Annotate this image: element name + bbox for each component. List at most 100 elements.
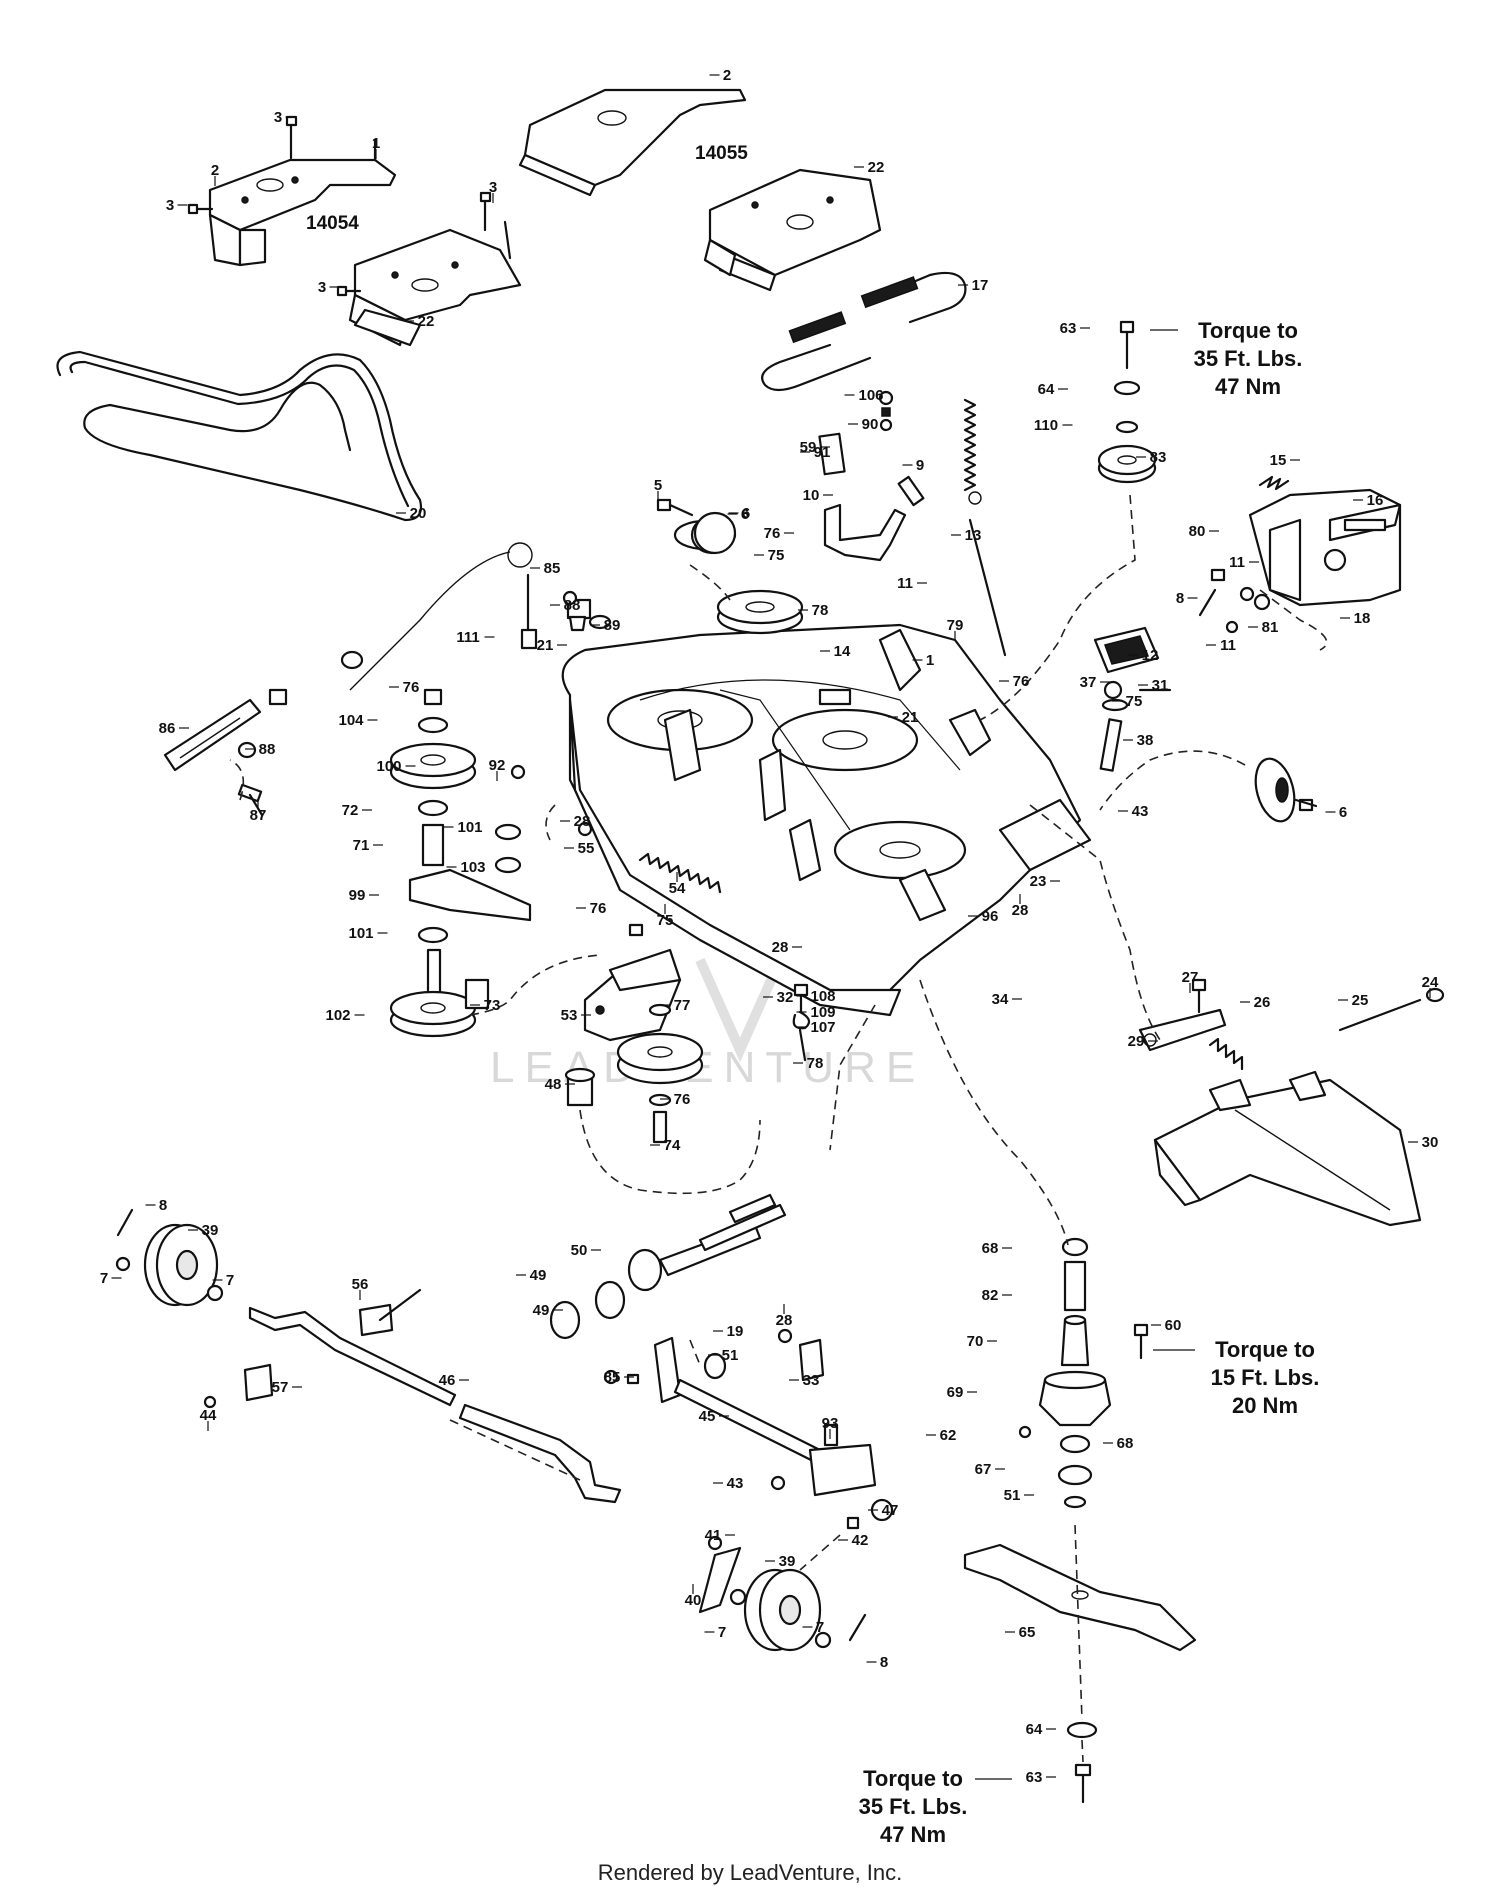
part-number-callout: 28 [574, 813, 591, 830]
svg-text:35 Ft. Lbs.: 35 Ft. Lbs. [859, 1794, 968, 1819]
part-number-callout: 18 [1354, 610, 1371, 627]
svg-text:15 Ft. Lbs.: 15 Ft. Lbs. [1211, 1365, 1320, 1390]
part-number-callout: 60 [1165, 1317, 1182, 1334]
part-number-callout: 55 [578, 840, 595, 857]
part-number-callout: 68 [982, 1240, 999, 1257]
part-number-callout: 48 [545, 1076, 562, 1093]
part-number-callout: 20 [410, 505, 427, 522]
part-number-callout: 32 [777, 989, 794, 1006]
model-label-14055: 14055 [695, 143, 748, 164]
part-number-callout: 3 [166, 197, 174, 214]
part-number-callout: 16 [1367, 492, 1384, 509]
deck-bracket-14054-rear [348, 228, 522, 347]
part-number-callout: 74 [664, 1137, 681, 1154]
part-number-callout: 44 [200, 1407, 217, 1424]
part-number-callout: 6 [1339, 804, 1347, 821]
part-number-callout: 109 [810, 1004, 835, 1021]
part-number-callout: 11 [1220, 637, 1236, 654]
part-number-callout: 80 [1189, 523, 1206, 540]
part-number-callout: 75 [768, 547, 785, 564]
svg-text:47 Nm: 47 Nm [880, 1822, 946, 1847]
part-number-callout: 111 [456, 629, 479, 646]
part-number-callout: 7 [100, 1270, 108, 1287]
part-number-callout: 7 [718, 1624, 726, 1641]
svg-text:20 Nm: 20 Nm [1232, 1393, 1298, 1418]
part-number-callout: 28 [776, 1312, 793, 1329]
part-number-callout: 8 [880, 1654, 888, 1671]
part-callouts: 3323132222217206364110831069091599105676… [100, 67, 1439, 1786]
part-number-callout: 45 [699, 1408, 716, 1425]
torque-note-lower: Torque to 35 Ft. Lbs. 47 Nm [859, 1766, 1012, 1847]
part-number-callout: 29 [1128, 1033, 1145, 1050]
part-number-callout: 93 [822, 1415, 839, 1432]
part-number-callout: 26 [1254, 994, 1271, 1011]
part-number-callout: 46 [439, 1372, 456, 1389]
deck-lift-cable [163, 542, 612, 817]
model-label-14054: 14054 [306, 213, 359, 234]
blade-spindle-assembly [1018, 1237, 1149, 1509]
part-number-callout: 15 [1270, 452, 1287, 469]
part-number-callout: 23 [1030, 873, 1047, 890]
hardware-icon [1066, 1721, 1098, 1804]
part-number-callout: 91 [814, 444, 831, 461]
part-number-callout: 3 [274, 109, 282, 126]
part-number-callout: 76 [403, 679, 420, 696]
part-number-callout: 33 [803, 1372, 820, 1389]
footer-credit: Rendered by LeadVenture, Inc. [598, 1860, 903, 1885]
part-number-callout: 104 [338, 712, 364, 729]
part-number-callout: 75 [1126, 693, 1143, 710]
deck-bracket-14055-rear [703, 168, 882, 292]
hardware-icon [1198, 568, 1271, 634]
part-number-callout: 5 [654, 477, 662, 494]
pulley-icon [564, 923, 704, 1144]
drive-belt-icon [56, 350, 423, 522]
part-number-callout: 37 [1080, 674, 1097, 691]
part-number-callout: 3 [489, 179, 497, 196]
part-number-callout: 85 [604, 1369, 621, 1386]
part-number-callout: 31 [1152, 677, 1169, 694]
svg-text:35 Ft. Lbs.: 35 Ft. Lbs. [1194, 346, 1303, 371]
part-number-callout: 41 [705, 1527, 722, 1544]
deck-bracket-14055-front [518, 88, 747, 197]
torque-note-middle: Torque to 15 Ft. Lbs. 20 Nm [1153, 1337, 1319, 1418]
part-number-callout: 79 [947, 617, 964, 634]
part-number-callout: 82 [982, 1287, 999, 1304]
part-number-callout: 51 [722, 1347, 739, 1364]
part-number-callout: 24 [1422, 974, 1439, 991]
part-number-callout: 8 [159, 1197, 167, 1214]
axle-bar [203, 1288, 622, 1504]
chute-hinge-assembly [1138, 978, 1445, 1071]
part-number-callout: 40 [685, 1592, 702, 1609]
gauge-wheel-icon [656, 498, 737, 555]
part-number-callout: 2 [723, 67, 731, 84]
part-number-callout: 65 [1019, 1624, 1036, 1641]
spring-icon [963, 398, 1007, 657]
part-number-callout: 19 [727, 1323, 744, 1340]
part-number-callout: 39 [779, 1553, 796, 1570]
pin-icon [897, 475, 925, 507]
hardware-icon [464, 764, 593, 1010]
assembly-path-lines [229, 494, 1328, 1763]
svg-text:Torque to: Torque to [1198, 318, 1298, 343]
part-number-callout: 96 [982, 908, 999, 925]
part-number-callout: 7 [226, 1272, 234, 1289]
part-number-callout: 89 [604, 617, 621, 634]
part-number-callout: 39 [202, 1222, 219, 1239]
part-number-callout: 100 [376, 758, 401, 775]
part-number-callout: 11 [1229, 554, 1245, 571]
part-number-callout: 64 [1026, 1721, 1043, 1738]
part-number-callout: 8 [1176, 590, 1184, 607]
part-number-callout: 7 [816, 1619, 824, 1636]
part-number-callout: 49 [530, 1267, 547, 1284]
part-number-callout: 88 [564, 597, 581, 614]
part-number-callout: 56 [352, 1276, 369, 1293]
part-number-callout: 42 [852, 1532, 869, 1549]
part-number-callout: 76 [590, 900, 607, 917]
watermark-logo [695, 957, 785, 1063]
part-number-callout: 85 [544, 560, 561, 577]
part-number-callout: 77 [674, 997, 691, 1014]
idler-arm-bracket [583, 948, 682, 1042]
part-number-callout: 75 [657, 912, 674, 929]
part-number-callout: 6 [741, 506, 749, 523]
part-number-callout: 72 [342, 802, 359, 819]
